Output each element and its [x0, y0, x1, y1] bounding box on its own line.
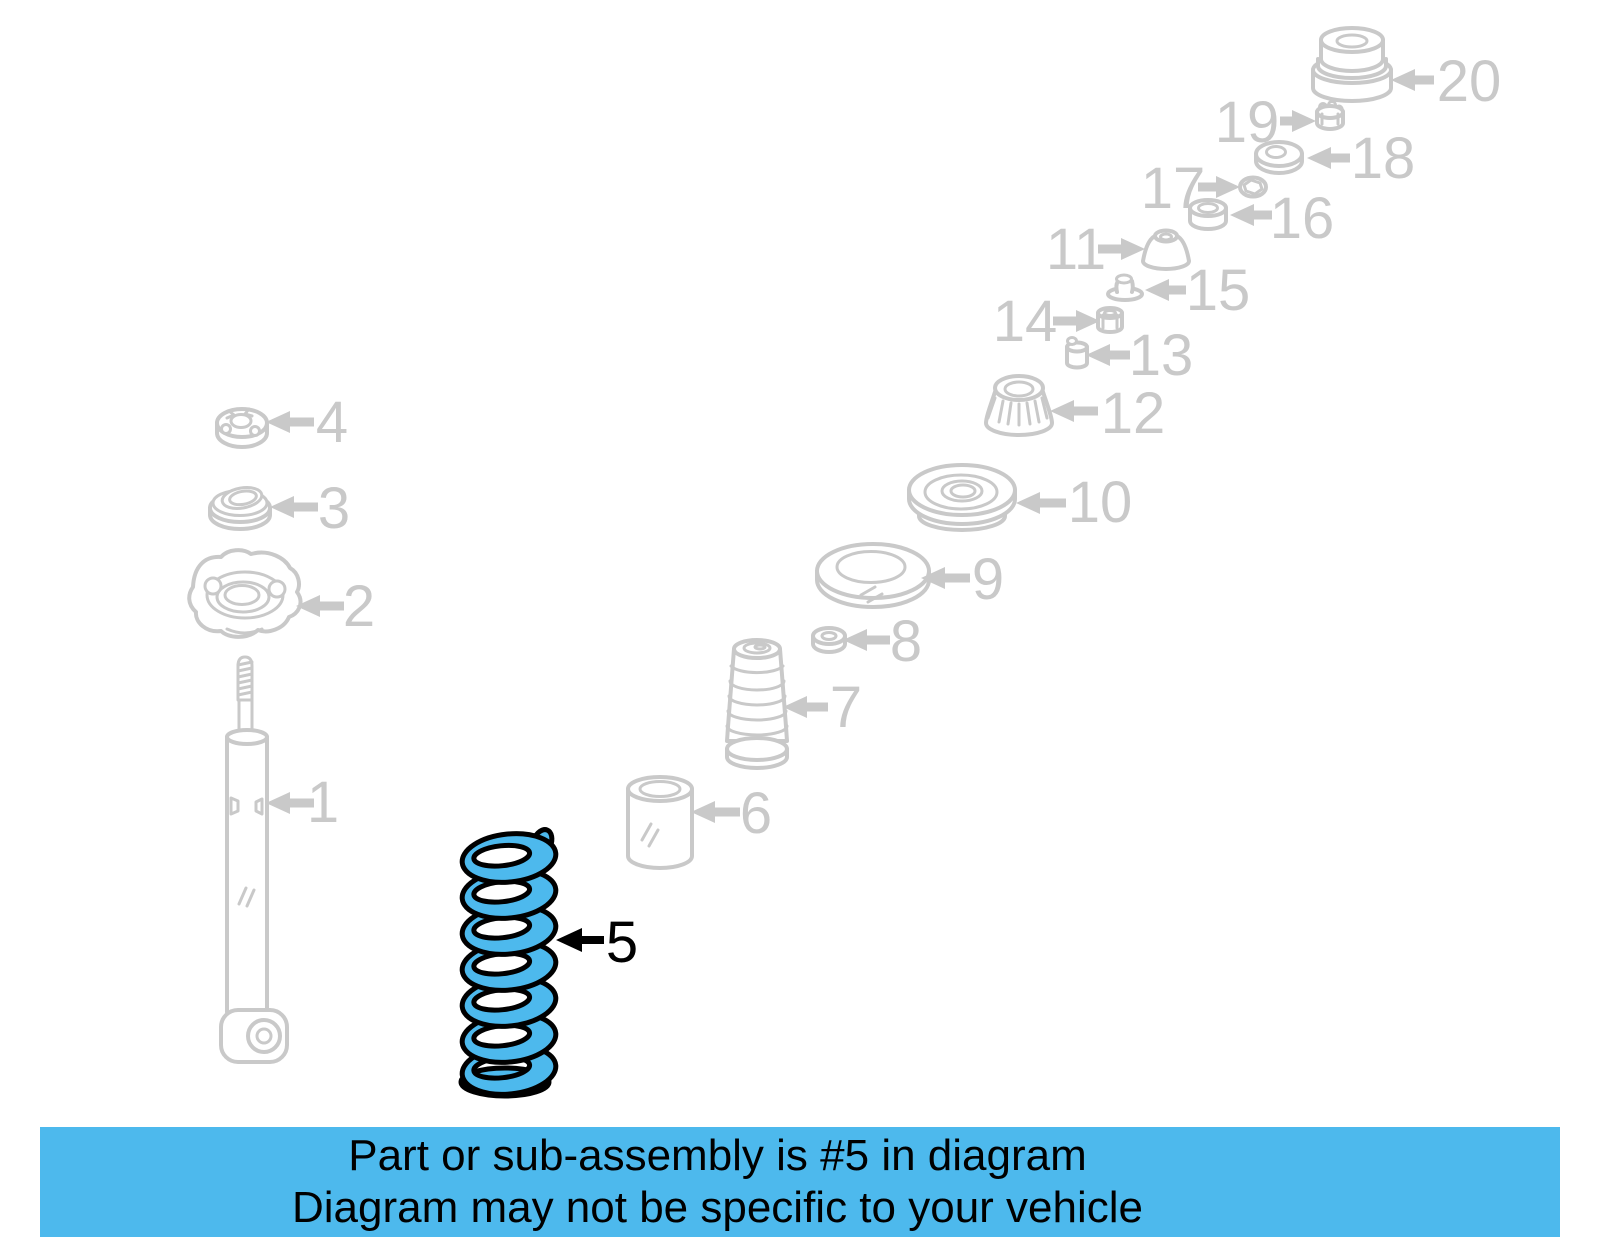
part-6-pointer-arrow	[691, 801, 740, 823]
part-20-bushing-mount	[1311, 26, 1393, 103]
part-4-pointer-arrow	[266, 411, 314, 433]
part-19-pointer-arrow	[1280, 110, 1316, 132]
part-15-grommet	[1106, 273, 1144, 302]
part-10-pointer-arrow	[1016, 492, 1066, 514]
part-4-cap	[215, 407, 269, 449]
part-17-label: 17	[1141, 156, 1206, 221]
part-5-label: 5	[606, 910, 638, 975]
part-20-pointer-arrow	[1391, 69, 1434, 91]
part-5-pointer-arrow	[556, 928, 604, 952]
part-9-spring-seat-ring	[815, 542, 931, 609]
part-16-pointer-arrow	[1230, 204, 1272, 226]
part-18-pointer-arrow	[1307, 147, 1350, 169]
part-11-pointer-arrow	[1098, 238, 1145, 260]
part-19-nut	[1315, 100, 1345, 131]
part-1-label: 1	[307, 770, 339, 835]
part-3-label: 3	[318, 476, 350, 541]
part-11-label: 11	[1046, 217, 1106, 282]
part-16-bushing	[1188, 198, 1228, 231]
part-6-bushing-sleeve	[626, 775, 694, 870]
part-1-shock-absorber	[219, 655, 289, 1064]
banner-line-1: Part or sub-assembly is #5 in diagram	[348, 1131, 1087, 1180]
part-12-pointer-arrow	[1050, 400, 1098, 422]
part-1-pointer-arrow	[266, 792, 314, 814]
part-2-label: 2	[343, 574, 375, 639]
highlight-banner: Part or sub-assembly is #5 in diagram Di…	[40, 1127, 1560, 1237]
part-12-label: 12	[1101, 381, 1166, 446]
part-10-mount-plate	[907, 463, 1017, 532]
part-9-label: 9	[972, 547, 1004, 612]
part-7-label: 7	[830, 675, 862, 740]
part-8-pointer-arrow	[843, 629, 890, 651]
part-9-pointer-arrow	[921, 567, 970, 589]
part-18-label: 18	[1351, 126, 1416, 191]
part-11-cup	[1141, 228, 1191, 271]
part-14-pointer-arrow	[1053, 310, 1100, 332]
part-17-pointer-arrow	[1198, 176, 1240, 198]
part-7-pointer-arrow	[783, 696, 828, 718]
part-6-label: 6	[740, 781, 772, 846]
part-8-label: 8	[890, 609, 922, 674]
part-7-bump-stop	[725, 638, 789, 770]
part-2-pointer-arrow	[296, 595, 344, 617]
part-20-label: 20	[1437, 49, 1502, 114]
part-15-pointer-arrow	[1145, 279, 1186, 301]
part-2-upper-spring-seat	[187, 548, 303, 639]
part-5-coil-spring-highlighted	[458, 827, 559, 1099]
part-10-label: 10	[1068, 470, 1133, 535]
part-16-label: 16	[1270, 186, 1335, 251]
part-18-washer	[1254, 140, 1304, 175]
part-8-nut	[811, 626, 847, 654]
part-19-label: 19	[1215, 90, 1280, 155]
part-14-nut	[1096, 306, 1124, 334]
part-14-label: 14	[993, 289, 1058, 354]
part-13-pointer-arrow	[1086, 344, 1130, 366]
part-12-insulator	[984, 374, 1054, 437]
part-15-label: 15	[1186, 258, 1251, 323]
part-17-nut	[1238, 175, 1268, 199]
part-4-label: 4	[316, 390, 348, 455]
banner-line-2: Diagram may not be specific to your vehi…	[291, 1183, 1144, 1232]
part-3-pointer-arrow	[270, 496, 318, 518]
part-13-label: 13	[1129, 323, 1194, 388]
part-13-spacer	[1065, 336, 1089, 370]
part-3-bearing	[208, 486, 272, 531]
